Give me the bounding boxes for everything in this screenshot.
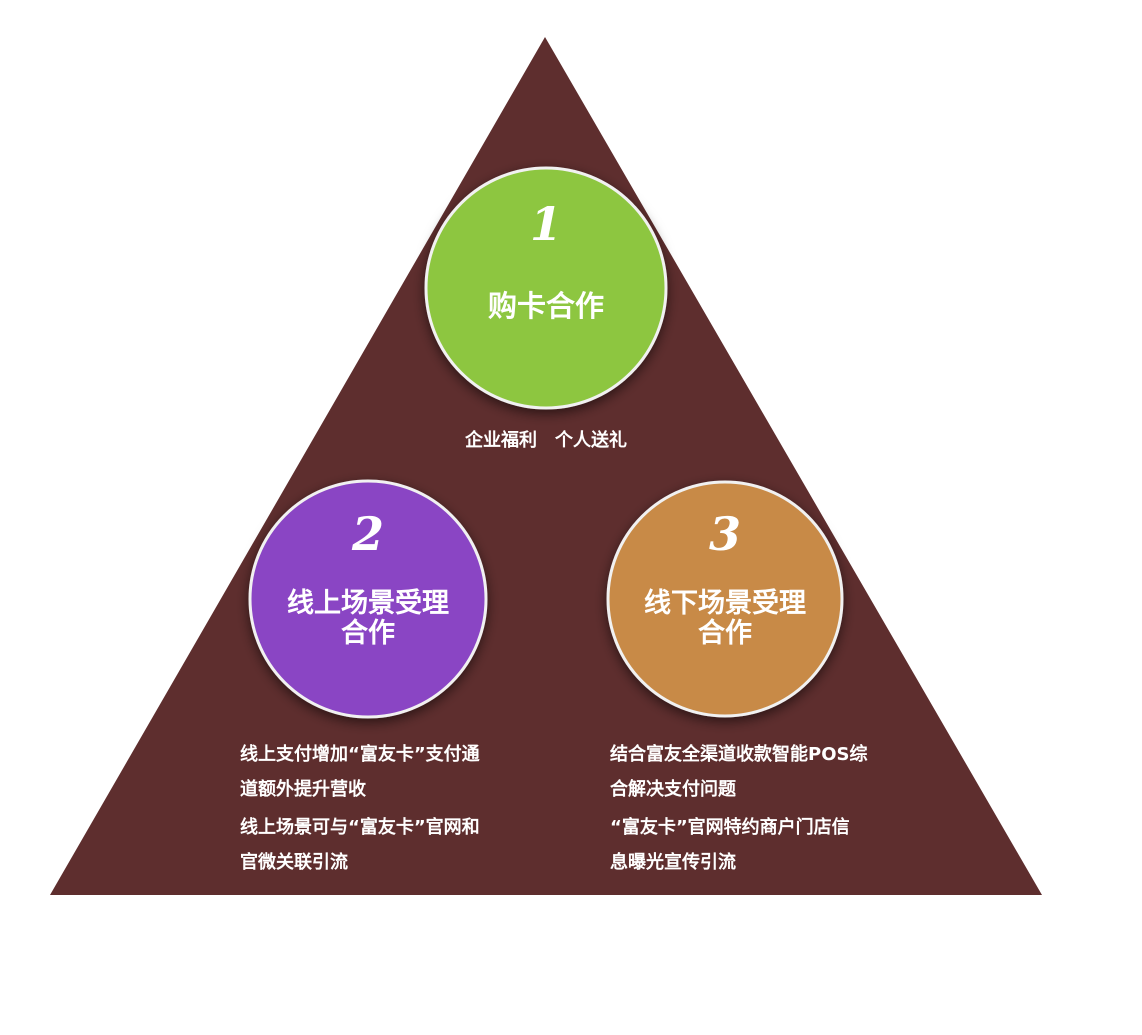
node-2-label-line-2: 合作 (341, 617, 395, 649)
node-2-description-line-4: 官微关联引流 (240, 851, 348, 873)
node-1-description: 企业福利 个人送礼 (464, 429, 627, 451)
node-2-description-line-1: 线上支付增加“富友卡”支付通 (240, 743, 480, 765)
node-3-circle (606, 480, 844, 718)
node-2-number: 2 (351, 507, 384, 561)
node-1: 1 购卡合作 企业福利 个人送礼 (424, 166, 668, 451)
node-1-label: 购卡合作 (488, 289, 604, 323)
node-3-description-line-1: 结合富友全渠道收款智能POS综 (610, 743, 867, 765)
node-1-circle (424, 166, 668, 410)
node-2-circle (248, 479, 488, 719)
node-2-label-line-1: 线上场景受理 (287, 587, 449, 619)
node-3-description-line-4: 息曝光宣传引流 (610, 851, 736, 873)
node-2: 2 线上场景受理 合作 线上支付增加“富友卡”支付通 道额外提升营收 线上场景可… (240, 479, 488, 873)
pyramid-triangle (50, 37, 1042, 895)
node-2-description-line-2: 道额外提升营收 (240, 778, 366, 800)
node-3-number: 3 (709, 507, 741, 561)
node-1-number: 1 (530, 197, 562, 251)
node-3-label-line-2: 合作 (698, 617, 752, 649)
node-3: 3 线下场景受理 合作 结合富友全渠道收款智能POS综 合解决支付问题 “富友卡… (606, 480, 867, 873)
node-3-description-line-3: “富友卡”官网特约商户门店信 (610, 816, 850, 838)
node-3-description-line-2: 合解决支付问题 (610, 778, 737, 800)
node-2-description-line-3: 线上场景可与“富友卡”官网和 (240, 816, 480, 838)
node-3-label-line-1: 线下场景受理 (644, 587, 806, 619)
